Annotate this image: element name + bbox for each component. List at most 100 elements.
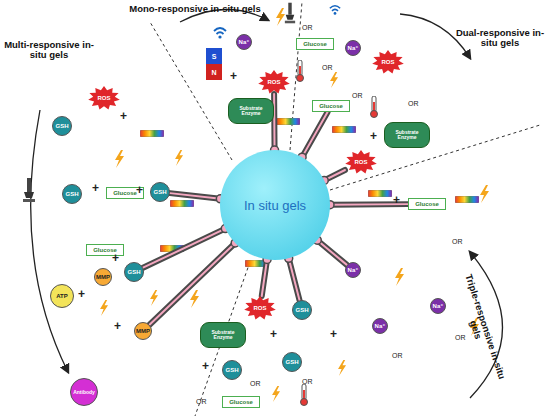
node-text: GSH [65,191,78,197]
node-text: Glucose [113,190,137,196]
plus-sign: + [78,288,85,301]
node-text: Na⁺ [433,303,444,309]
or-label: OR [196,398,207,406]
or-label: OR [322,64,333,72]
node-text: Na⁺ [239,39,250,45]
plus-sign: + [120,110,127,123]
spoke-core [317,240,347,265]
node-text: Na⁺ [348,45,359,51]
burst-outline [88,86,120,110]
stimulus-circle: GSH [124,262,144,282]
ros-burst: ROS [244,296,276,320]
node-text: Glucose [319,103,343,109]
or-label: OR [302,24,313,32]
stimulus-circle: ATP [50,284,74,308]
node-text: ROS [354,159,367,165]
enzyme-node: SubstrateEnzyme [384,122,430,148]
node-text: ATP [56,293,68,299]
region-title: Mono-responsive in-situ gels [120,4,270,14]
spoke-connector [170,193,224,203]
region-arrow [31,9,503,398]
enzyme-node: SubstrateEnzyme [200,322,246,348]
stimulus-circle: GSH [150,182,170,202]
stimulus-circle: MMP [134,322,152,340]
spoke-rod [262,259,267,296]
plus-sign: + [230,70,237,83]
plus-sign: + [202,360,209,373]
spoke-connector [285,254,300,300]
spoke-rod [170,193,220,199]
node-text: GSH [225,367,238,373]
node-text: Enzyme [214,335,233,340]
stimulus-circle: Na⁺ [372,318,388,334]
stimulus-circle: Na⁺ [430,298,446,314]
plus-sign: + [114,320,121,333]
region-title: Triple-responsive in-situ gels [450,263,510,393]
stimulus-circle: Na⁺ [345,262,361,278]
or-label: OR [352,92,363,100]
spoke-core [289,258,300,300]
ros-burst: ROS [88,86,120,110]
region-title: Dual-responsive in-situ gels [455,28,545,49]
node-text: Glucose [415,201,439,207]
node-text: GSH [127,269,140,275]
burst-outline [345,150,377,174]
spoke-connector [313,236,347,265]
spoke-rod [317,240,347,265]
ros-burst: ROS [345,150,377,174]
plus-sign: + [112,252,119,265]
node-text: MMP [136,328,150,334]
burst-outline [372,50,404,74]
node-text: GSH [285,359,298,365]
magnet-node: SN [206,48,222,80]
node-text: GSH [55,123,68,129]
node-text: MMP [96,274,110,280]
burst-outline [258,70,290,94]
plus-sign: + [330,328,337,341]
stimulus-circle: Na⁺ [345,40,361,56]
or-label: OR [392,352,403,360]
node-text: ROS [381,59,394,65]
spoke-rod [150,243,236,325]
spoke-connector [262,255,271,296]
plus-sign: + [270,328,277,341]
spoke-rod [289,258,300,300]
glucose-box: Glucose [408,198,446,210]
node-text: In situ gels [244,199,306,212]
spoke-connector [298,112,328,161]
stimulus-circle: GSH [222,360,242,380]
region-divider [150,2,540,416]
spoke-core [302,112,328,157]
glucose-box: Glucose [312,100,350,112]
ros-burst: ROS [372,50,404,74]
glucose-box: Glucose [222,396,260,408]
spoke-core [150,243,236,325]
node-text: S [212,53,217,60]
or-label: OR [408,100,419,108]
plus-sign: + [136,184,143,197]
node-text: Enzyme [242,111,261,116]
or-label: OR [455,334,466,342]
burst-outline [244,296,276,320]
node-text: N [211,69,216,76]
plus-sign: + [370,130,377,143]
node-text: ROS [253,305,266,311]
stimulus-circle: Antibody [70,378,98,406]
node-text: Antibody [73,390,95,395]
stimulus-circle: GSH [292,300,312,320]
stimulus-circle: GSH [282,352,302,372]
center-circle: In situ gels [220,150,330,260]
stimulus-circle: MMP [94,268,112,286]
or-label: OR [250,380,261,388]
plus-sign: + [393,194,400,207]
stimulus-circle: GSH [52,116,72,136]
spoke-core [273,94,275,150]
node-text: GSH [153,189,166,195]
region-title: Multi-responsive in-situ gels [4,40,94,61]
or-label: OR [302,378,313,386]
node-text: GSH [295,307,308,313]
node-text: Enzyme [398,135,417,140]
spoke-core [170,193,220,199]
stimulus-icons [23,3,489,406]
